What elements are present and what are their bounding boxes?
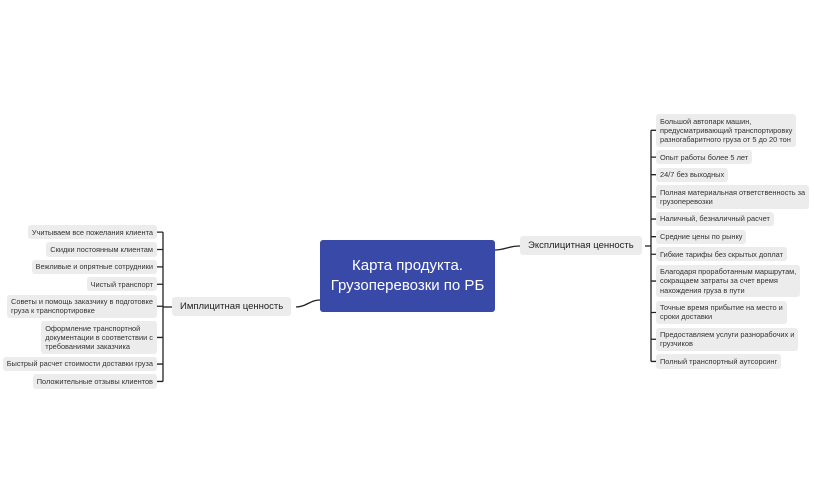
explicit-item[interactable]: Наличный, безналичный расчет bbox=[656, 211, 774, 227]
explicit-item[interactable]: 24/7 без выходных bbox=[656, 167, 729, 182]
explicit-item[interactable]: Предоставляем услуги разнорабочих и груз… bbox=[656, 327, 799, 351]
implicit-items: Учитываем все пожелания клиента Скидки п… bbox=[2, 225, 157, 389]
implicit-item[interactable]: Советы и помощь заказчику в подготовке г… bbox=[7, 294, 157, 318]
explicit-item[interactable]: Большой автопарк машин, предусматривающи… bbox=[656, 114, 797, 147]
implicit-item[interactable]: Учитываем все пожелания клиента bbox=[27, 225, 157, 240]
explicit-item[interactable]: Полный транспортный аутсорсинг bbox=[656, 354, 782, 369]
explicit-item[interactable]: Гибкие тарифы без скрытых доплат bbox=[656, 247, 787, 262]
right-bracket-line bbox=[650, 129, 656, 363]
explicit-items: Большой автопарк машин, предусматривающи… bbox=[656, 114, 810, 369]
central-topic[interactable]: Карта продукта. Грузоперевозки по РБ bbox=[320, 240, 495, 312]
implicit-item[interactable]: Вежливые и опрятные сотрудники bbox=[31, 259, 157, 274]
explicit-item[interactable]: Средние цены по рынку bbox=[656, 229, 747, 244]
implicit-item[interactable]: Оформление транспортной документации в с… bbox=[41, 321, 157, 354]
explicit-item[interactable]: Точные время прибытие на место и сроки д… bbox=[656, 300, 787, 325]
left-bracket-line bbox=[157, 231, 164, 383]
implicit-item[interactable]: Чистый транспорт bbox=[86, 277, 157, 292]
branch-implicit-value[interactable]: Имплицитная ценность bbox=[172, 297, 292, 316]
explicit-item[interactable]: Опыт работы более 5 лет bbox=[656, 150, 753, 165]
implicit-item[interactable]: Положительные отзывы клиентов bbox=[32, 374, 157, 389]
branch-explicit-value[interactable]: Эксплицитная ценность bbox=[520, 236, 642, 255]
explicit-item[interactable]: Благодаря проработанным маршрутам, сокра… bbox=[656, 264, 801, 298]
implicit-item[interactable]: Быстрый расчет стоимости доставки груза bbox=[2, 356, 157, 372]
implicit-item[interactable]: Скидки постоянным клиентам bbox=[46, 242, 157, 257]
central-topic-text: Карта продукта. Грузоперевозки по РБ bbox=[330, 257, 485, 294]
explicit-item[interactable]: Полная материальная ответственность за г… bbox=[656, 185, 810, 209]
